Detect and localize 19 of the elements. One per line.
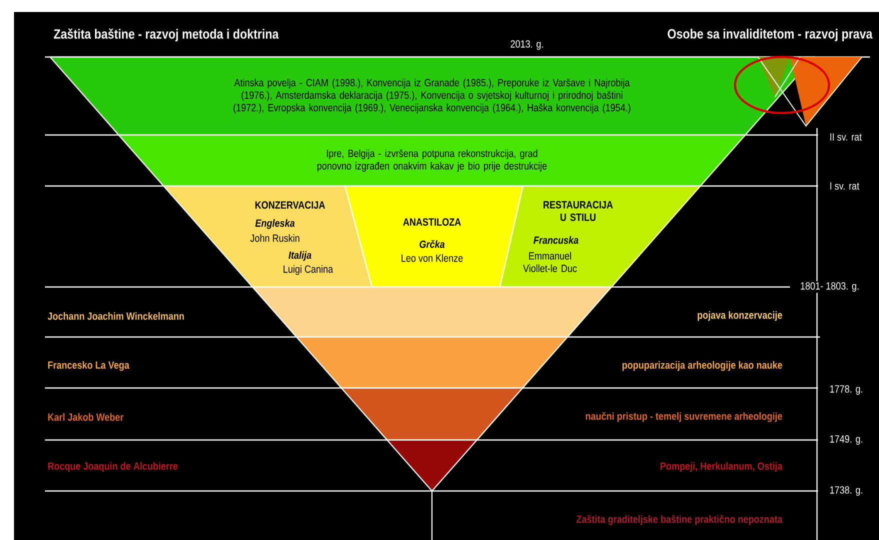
band: ANASTILOZA Grčka Leo von Klenze	[344, 185, 524, 288]
side-note: Jochann Joachim Winckelmann	[48, 312, 184, 320]
side-note: pojava konzervacije	[698, 311, 782, 321]
timeline-label: 1778. g.	[830, 385, 862, 395]
heading: Osobe sa invaliditetom - razvoj prava	[668, 28, 873, 42]
side-note: Karl Jakob Weber	[48, 413, 124, 421]
timeline-label: 1801- 1803. g.	[799, 281, 860, 293]
side-note: popuparizacija arheologije kao nauke	[622, 361, 782, 371]
note: Zaštita graditeljske baštine praktično nepoznata	[576, 514, 783, 526]
side-note: Pompeji, Herkulanum, Ostija	[660, 462, 783, 472]
side-note: naučni pristup - temelj suvremene arheologije	[586, 412, 782, 422]
heading: Zaštita baštine - razvoj metoda i doktrina	[54, 28, 279, 42]
timeline-label: 1738. g.	[830, 486, 862, 496]
band: RESTAURACIJA U STILU Francuska Emmanuel Viollet-le Duc	[499, 185, 702, 288]
timeline-label: II sv. rat	[830, 133, 862, 141]
side-note: Rocque Joaquin de Alcubierre	[48, 462, 178, 472]
timeline-label: I sv. rat	[830, 182, 860, 190]
side-note: Francesko La Vega	[48, 361, 130, 371]
timeline-label: 1749. g.	[830, 435, 862, 445]
